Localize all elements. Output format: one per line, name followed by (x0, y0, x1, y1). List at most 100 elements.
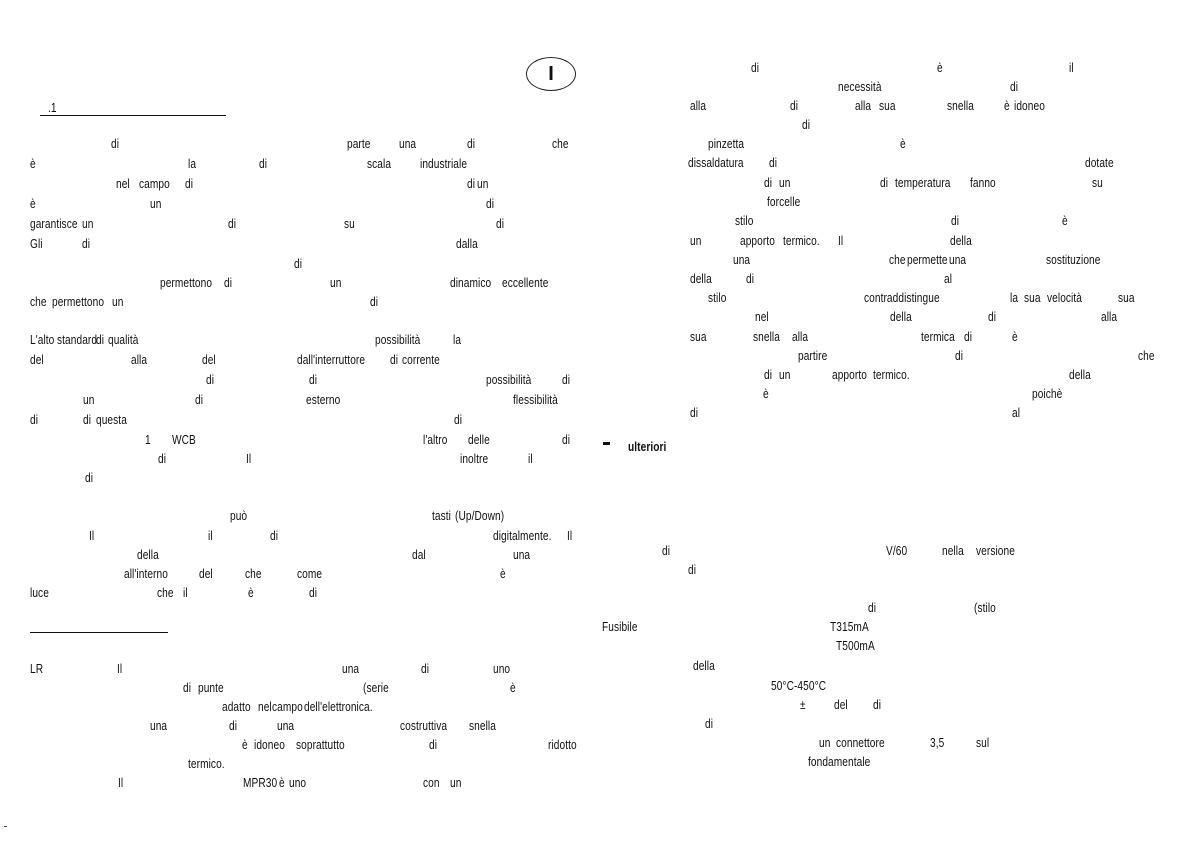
word: della (1069, 367, 1091, 382)
word: come (297, 566, 323, 581)
word: sul (976, 735, 990, 750)
word: 1 (145, 432, 151, 447)
word: industriale (420, 156, 468, 171)
word: con (423, 775, 440, 790)
word: di (82, 236, 91, 251)
word: L'alto (30, 332, 55, 347)
word: di (229, 718, 238, 733)
word: di (183, 680, 192, 695)
word: un (150, 196, 162, 211)
word: della (950, 233, 972, 248)
word: soprattutto (296, 737, 345, 752)
word: permette (907, 252, 948, 267)
word: all'interno (124, 566, 168, 581)
word: Fusibile (602, 619, 638, 634)
word: di (690, 405, 699, 420)
word: eccellente (502, 275, 549, 290)
word: il (528, 451, 533, 466)
word: una (342, 661, 360, 676)
word: uno (289, 775, 307, 790)
word: stilo (735, 213, 754, 228)
word: di (294, 256, 303, 271)
word: una (399, 136, 417, 151)
word: poichè (1032, 386, 1063, 401)
word: è (242, 737, 248, 752)
word: di (195, 392, 204, 407)
word: della (693, 658, 715, 673)
word: tasti (432, 508, 451, 523)
word: che (30, 294, 47, 309)
word: di (562, 432, 571, 447)
word: Gli (30, 236, 43, 251)
word: il (183, 585, 188, 600)
section-heading-rule-2 (30, 632, 168, 633)
word: di (454, 412, 463, 427)
word: nel (116, 176, 130, 191)
word: un (477, 176, 489, 191)
word: dall'interruttore (297, 352, 366, 367)
word: velocità (1047, 290, 1083, 305)
word: una (949, 252, 967, 267)
word: qualità (108, 332, 139, 347)
word: nella (942, 543, 964, 558)
word: Il (89, 528, 95, 543)
word: di (662, 543, 671, 558)
word: è (1062, 213, 1068, 228)
section-heading-ulteriori: ulteriori (628, 439, 667, 454)
word: nel (755, 309, 769, 324)
word: standard (57, 332, 98, 347)
word: (stilo (974, 600, 996, 615)
word: permettono (160, 275, 213, 290)
word: di (309, 372, 318, 387)
word: di (390, 352, 399, 367)
word: di (467, 136, 476, 151)
word: parte (347, 136, 371, 151)
word: di (873, 697, 882, 712)
word: è (510, 680, 516, 695)
word: il (208, 528, 213, 543)
word: di (880, 175, 889, 190)
word: Il (118, 775, 124, 790)
word: Il (838, 233, 844, 248)
word: che (245, 566, 262, 581)
word: ridotto (548, 737, 577, 752)
word: permettono (52, 294, 105, 309)
word: di (951, 213, 960, 228)
word: di (964, 329, 973, 344)
word: dinamico (450, 275, 492, 290)
word: (serie (363, 680, 389, 695)
word: snella (753, 329, 780, 344)
word: di (185, 176, 194, 191)
word: dotate (1085, 155, 1114, 170)
word: digitalmente. (493, 528, 552, 543)
word: al (1012, 405, 1021, 420)
word: un (82, 216, 94, 231)
word: del (30, 352, 44, 367)
word: di (206, 372, 215, 387)
word: è (900, 136, 906, 151)
word: fondamentale (808, 754, 871, 769)
word: di (868, 600, 877, 615)
word: versione (976, 543, 1015, 558)
word: dell'elettronica. (304, 699, 373, 714)
word: campo (272, 699, 303, 714)
word: un (819, 735, 831, 750)
word: luce (30, 585, 49, 600)
word: questa (96, 412, 127, 427)
word: la (453, 332, 462, 347)
word: nel (258, 699, 272, 714)
word: di (370, 294, 379, 309)
word: V/60 (886, 543, 908, 558)
word: costruttiva (400, 718, 448, 733)
word: di (764, 175, 773, 190)
word: sua (879, 98, 896, 113)
word: è (1004, 98, 1010, 113)
word: della (890, 309, 912, 324)
word: può (230, 508, 248, 523)
word: dissaldatura (688, 155, 744, 170)
word: di (562, 372, 571, 387)
word: al (944, 271, 953, 286)
word: di (751, 60, 760, 75)
word: su (1092, 175, 1103, 190)
word: punte (198, 680, 224, 695)
